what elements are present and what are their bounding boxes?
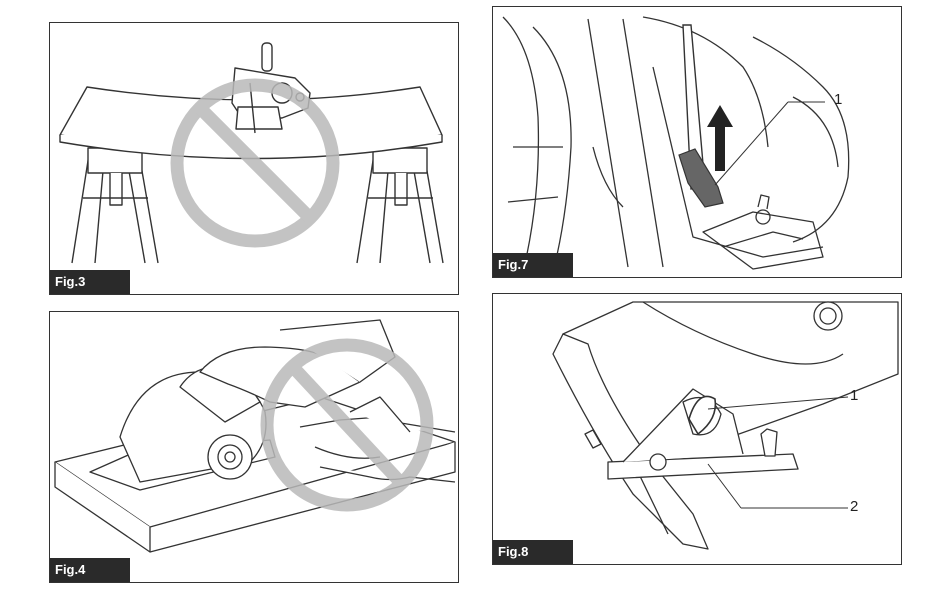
fig7-illustration [502, 16, 850, 273]
figure-3: Fig.3 [49, 22, 459, 295]
callout-1: 1 [850, 387, 859, 404]
figure-7: 1 Fig.7 [492, 6, 902, 278]
figure-8: 1 2 Fig.8 [492, 293, 902, 565]
callout-2: 2 [850, 498, 859, 515]
fig3-illustration [59, 42, 444, 264]
fig8-illustration [552, 301, 899, 550]
arrow-up-icon [707, 105, 733, 171]
figure-label: Fig.7 [493, 253, 573, 277]
callout-1: 1 [834, 91, 843, 108]
figure-4: Fig.4 [49, 311, 459, 583]
figure-label: Fig.3 [50, 270, 130, 294]
fig4-illustration [54, 319, 456, 553]
prohibition-icon [170, 78, 340, 248]
figure-label: Fig.8 [493, 540, 573, 564]
prohibition-icon [260, 338, 434, 512]
figure-label: Fig.4 [50, 558, 130, 582]
